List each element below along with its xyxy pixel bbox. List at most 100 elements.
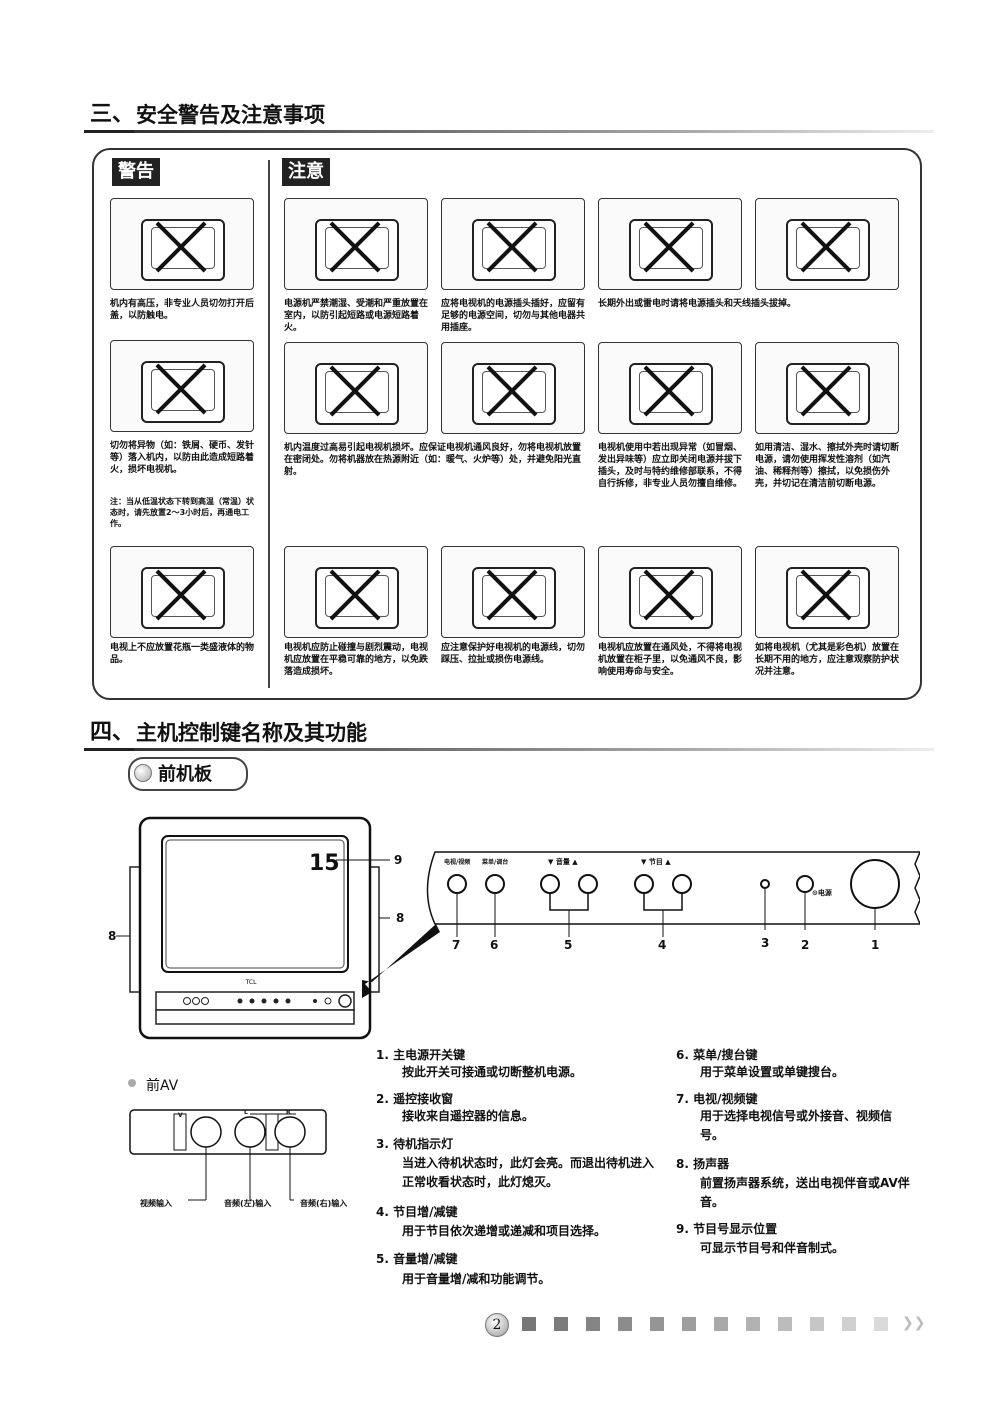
label-volume: ▼ 音量 ▲ bbox=[548, 858, 578, 866]
section3-number: 三、 bbox=[84, 100, 141, 133]
footer-square bbox=[682, 1317, 696, 1331]
section3-heading: 三、 安全警告及注意事项 bbox=[84, 100, 934, 134]
jack-mark-l: L bbox=[244, 1109, 248, 1116]
caution-illustration-1 bbox=[284, 198, 428, 290]
caution-text-2: 应将电视机的电源插头插好，应留有足够的电源空间，切勿与其他电器共用插座。 bbox=[441, 299, 586, 333]
section4-title: 主机控制键名称及其功能 bbox=[136, 721, 367, 745]
number-1: 1 bbox=[871, 938, 880, 952]
footer-square bbox=[586, 1317, 600, 1331]
bullet-sphere-icon bbox=[134, 764, 152, 782]
item-6-head: 6. 菜单/搜台键 bbox=[676, 1048, 758, 1062]
number-3: 3 bbox=[761, 936, 770, 950]
prohibited-x-icon bbox=[325, 217, 385, 277]
item-4-desc: 用于节目依次递增或递减和项目选择。 bbox=[402, 1224, 607, 1238]
brand-logo: TCL bbox=[245, 979, 258, 986]
caution-illustration-8 bbox=[755, 342, 899, 434]
caution-text-8: 应注意保护好电视机的电源线，切勿踩压、拉扯或损伤电源线。 bbox=[441, 643, 586, 665]
prohibited-x-icon bbox=[151, 565, 211, 625]
item-7-head: 7. 电视/视频键 bbox=[676, 1092, 758, 1106]
callout-8-right: 8 bbox=[396, 911, 405, 925]
footer-square bbox=[778, 1317, 792, 1331]
item-1-head: 1. 主电源开关键 bbox=[376, 1048, 466, 1062]
label-power: ⊙电源 bbox=[812, 889, 832, 897]
callout-9: 9 bbox=[394, 853, 403, 867]
prohibited-x-icon bbox=[151, 217, 211, 277]
item-2-desc: 接收来自遥控器的信息。 bbox=[402, 1109, 535, 1123]
section4-heading: 四、 主机控制键名称及其功能 bbox=[84, 718, 934, 752]
caution-illustration-7 bbox=[598, 342, 742, 434]
item-1-desc: 按此开关可接通或切断整机电源。 bbox=[402, 1065, 583, 1079]
prohibited-x-icon bbox=[325, 565, 385, 625]
item-4-head: 4. 节目增/减键 bbox=[376, 1205, 458, 1219]
caution-illustration-12 bbox=[755, 546, 899, 638]
item-9-head: 9. 节目号显示位置 bbox=[676, 1222, 778, 1236]
front-panel-title: 前机板 bbox=[158, 764, 212, 785]
caution-illustration-6 bbox=[441, 342, 585, 434]
section3-title: 安全警告及注意事项 bbox=[136, 103, 325, 127]
av-panel-diagram bbox=[129, 1109, 327, 1201]
footer-square bbox=[522, 1317, 536, 1331]
item-7-desc: 用于选择电视信号或外接音、视频信号。 bbox=[700, 1109, 893, 1142]
prohibited-x-icon bbox=[325, 361, 385, 421]
item-8-head: 8. 扬声器 bbox=[676, 1157, 730, 1171]
warning-illustration-2 bbox=[110, 340, 254, 432]
warning-text-1: 机内有高压，非专业人员切勿打开后盖，以防触电。 bbox=[110, 299, 255, 321]
caution-text-6: 如用清洁、湿水、擦拭外壳时请切断电源，请勿使用挥发性溶剂（如汽油、稀释剂等）擦拭… bbox=[755, 443, 900, 489]
section3-rule bbox=[134, 130, 934, 133]
footer-square bbox=[650, 1317, 664, 1331]
caution-illustration-11 bbox=[598, 546, 742, 638]
prohibited-x-icon bbox=[796, 217, 856, 277]
number-7: 7 bbox=[452, 938, 461, 952]
caution-illustration-10 bbox=[441, 546, 585, 638]
section4-rule bbox=[134, 748, 934, 751]
page-number: 2 bbox=[485, 1313, 509, 1337]
item-9-desc: 可显示节目号和伴音制式。 bbox=[700, 1241, 845, 1255]
label-menu: 菜单/调台 bbox=[482, 859, 509, 866]
footer-square bbox=[842, 1317, 856, 1331]
footer-square bbox=[554, 1317, 568, 1331]
av-label-video: 视频输入 bbox=[140, 1199, 172, 1208]
prohibited-x-icon bbox=[639, 361, 699, 421]
warning-text-2: 切勿将异物（如：铁屑、硬币、发针等）落入机内，以防由此造成短路着火，损坏电视机。 bbox=[110, 441, 255, 475]
caution-text-4: 机内温度过高易引起电视机损坏。应保证电视机通风良好，勿将电视机放置在密闭处。勿将… bbox=[284, 443, 582, 477]
callout-8-left: 8 bbox=[108, 929, 117, 943]
prohibited-x-icon bbox=[482, 217, 542, 277]
caution-text-1: 电源机严禁潮湿、受潮和严重放置在室内，以防引起短路或电源短路着火。 bbox=[284, 299, 429, 333]
front-panel-diagram: TCL bbox=[116, 816, 920, 1040]
caution-illustration-4 bbox=[755, 198, 899, 290]
number-6: 6 bbox=[490, 938, 499, 952]
number-5: 5 bbox=[564, 938, 573, 952]
caution-text-10: 如将电视机（尤其是彩色机）放置在长期不用的地方，应注意观察防护状况并注意。 bbox=[755, 643, 900, 677]
warning-illustration-1 bbox=[110, 198, 254, 290]
item-2-head: 2. 遥控接收窗 bbox=[376, 1092, 454, 1106]
front-av-title: 前AV bbox=[146, 1078, 179, 1094]
caution-text-7: 电视机应防止碰撞与剧烈震动，电视机应放置在平稳可靠的地方，以免跌落造成损坏。 bbox=[284, 643, 429, 677]
caution-illustration-9 bbox=[284, 546, 428, 638]
footer-square bbox=[874, 1317, 888, 1331]
section4-number: 四、 bbox=[84, 718, 141, 751]
number-2: 2 bbox=[801, 938, 810, 952]
caution-text-3: 长期外出或雷电时请将电源插头和天线插头拔掉。 bbox=[598, 299, 797, 309]
item-6-desc: 用于菜单设置或单键搜台。 bbox=[700, 1065, 845, 1079]
footer-square bbox=[746, 1317, 760, 1331]
caution-tag: 注意 bbox=[282, 158, 330, 186]
caution-illustration-2 bbox=[441, 198, 585, 290]
footer-square bbox=[810, 1317, 824, 1331]
prohibited-x-icon bbox=[796, 565, 856, 625]
av-bullet-icon bbox=[128, 1079, 136, 1087]
label-tv-av: 电视/视频 bbox=[444, 859, 471, 866]
footer-square bbox=[714, 1317, 728, 1331]
prohibited-x-icon bbox=[151, 359, 211, 419]
footer-chevron-icon: ❯❯ bbox=[902, 1315, 926, 1331]
footer-square bbox=[618, 1317, 632, 1331]
channel-display: 15 bbox=[309, 851, 340, 876]
caution-illustration-5 bbox=[284, 342, 428, 434]
number-4: 4 bbox=[658, 938, 667, 952]
warning-illustration-3 bbox=[110, 546, 254, 638]
panel-divider bbox=[268, 160, 270, 688]
warning-note: 注：当从低温状态下转到高温（常温）状态时，请先放置2～3小时后，再通电工作。 bbox=[110, 497, 254, 528]
caution-illustration-3 bbox=[598, 198, 742, 290]
front-panel-pill bbox=[128, 757, 248, 791]
prohibited-x-icon bbox=[639, 565, 699, 625]
item-8-desc: 前置扬声器系统，送出电视伴音或AV伴音。 bbox=[700, 1176, 910, 1209]
